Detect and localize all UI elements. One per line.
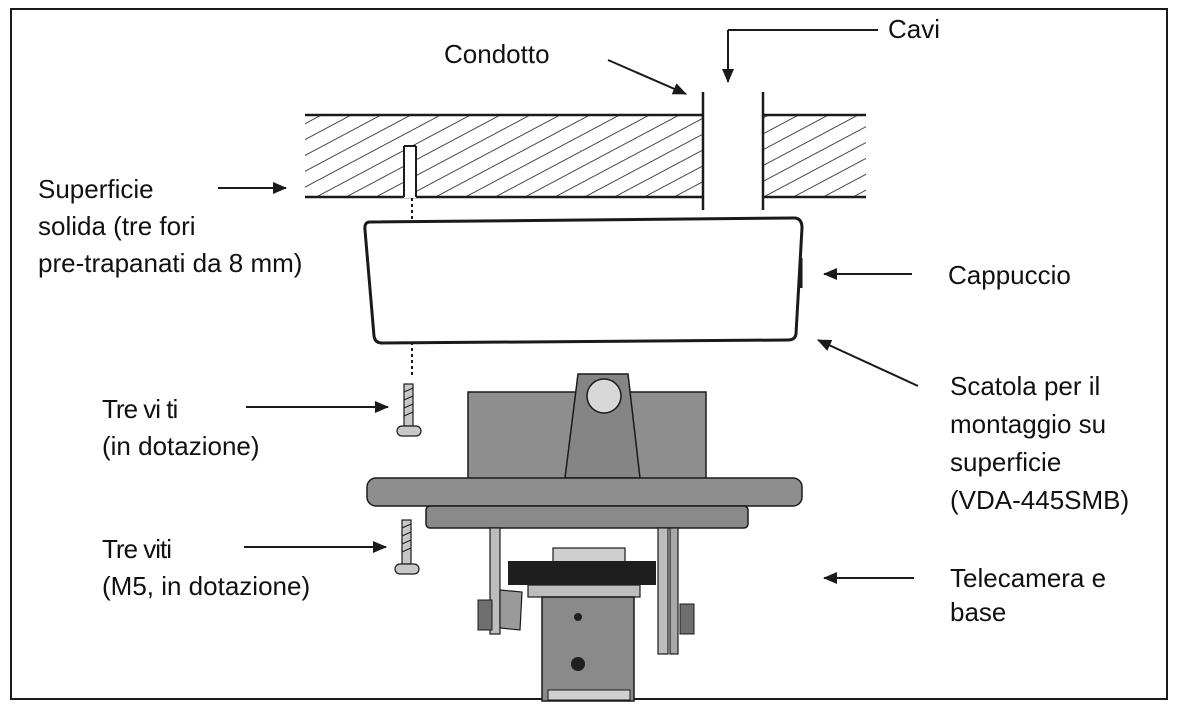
screw-top bbox=[396, 383, 422, 437]
label-surface-line: pre-trapanati da 8 mm) bbox=[38, 248, 303, 278]
solid-surface bbox=[305, 92, 866, 210]
label-screws-1-line: (in dotazione) bbox=[102, 431, 260, 461]
label-screws-1-line: Tre vi ti bbox=[102, 394, 178, 424]
screw-bottom bbox=[394, 519, 420, 575]
label-mount-box-line: Scatola per il bbox=[950, 371, 1101, 401]
mounting-box bbox=[363, 216, 804, 345]
label-surface-line: solida (tre fori bbox=[38, 211, 196, 241]
label-cap: Cappuccio bbox=[948, 260, 1071, 290]
label-conduit: Condotto bbox=[444, 39, 550, 69]
label-mount-box-line: (VDA-445SMB) bbox=[950, 485, 1130, 515]
arrow-mount-box bbox=[817, 339, 919, 387]
label-mount-box-line: superficie bbox=[950, 447, 1062, 477]
label-camera-line: Telecamera e bbox=[950, 563, 1107, 593]
arrows bbox=[218, 29, 919, 584]
label-screws-2-line: Tre viti bbox=[102, 534, 172, 564]
label-screws-2-line: (M5, in dotazione) bbox=[102, 571, 311, 601]
label-cables: Cavi bbox=[888, 14, 941, 44]
camera-and-base bbox=[366, 373, 803, 702]
label-camera-line: base bbox=[950, 597, 1007, 627]
label-surface-line: Superficie bbox=[38, 174, 154, 204]
arrow-conduit bbox=[607, 59, 687, 95]
label-mount-box-line: montaggio su bbox=[950, 409, 1107, 439]
